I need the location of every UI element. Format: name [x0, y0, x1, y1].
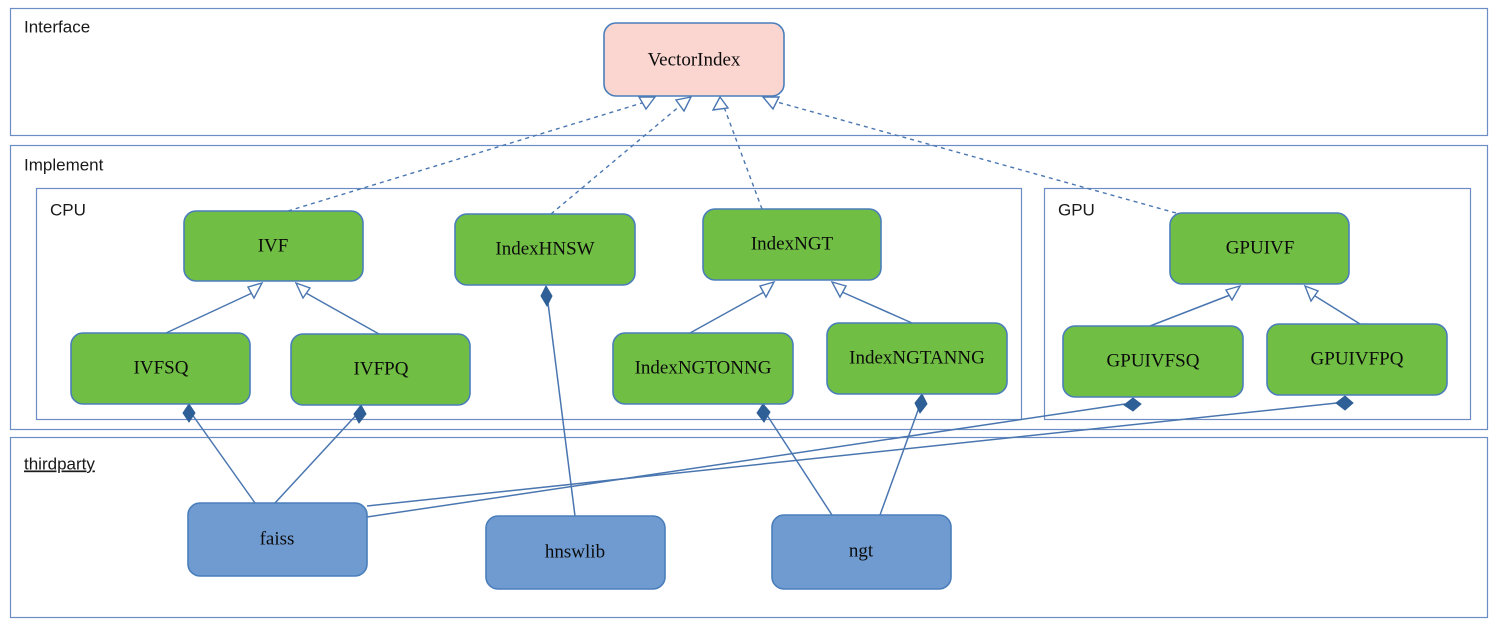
- node-indexngtanng-label: IndexNGTANNG: [849, 347, 985, 368]
- node-ivf-label: IVF: [258, 235, 289, 256]
- edge-faiss-to-gpuivfpq: [366, 402, 1338, 507]
- node-gpuivfsq-rect[interactable]: [1062, 325, 1244, 398]
- node-gpuivfpq[interactable]: GPUIVFPQ: [1266, 323, 1448, 396]
- node-ivfsq[interactable]: IVFSQ: [70, 332, 251, 405]
- node-ivfsq-rect[interactable]: [70, 332, 251, 405]
- node-indexngtanng[interactable]: IndexNGTANNG: [826, 322, 1008, 395]
- node-faiss-label: faiss: [260, 528, 295, 549]
- composition-diamond-gpuivfpq: [1335, 395, 1354, 411]
- composition-diamond-gpuivfsq: [1123, 397, 1142, 412]
- frame-interface-label: Interface: [24, 17, 90, 36]
- node-ngt-label: ngt: [849, 540, 874, 561]
- generalization-arrow-indexngt-left: [758, 280, 776, 299]
- edge-ivfpq-to-ivf: [305, 292, 380, 335]
- node-ivf-rect[interactable]: [183, 210, 364, 282]
- node-gpuivf-rect[interactable]: [1169, 212, 1350, 285]
- generalization-arrow-gpuivf-right: [1303, 284, 1320, 303]
- node-faiss[interactable]: faiss: [187, 502, 368, 577]
- composition-diamond-ivfsq: [182, 403, 196, 423]
- edge-gpuivfpq-to-gpuivf: [1314, 295, 1361, 325]
- node-gpuivfpq-label: GPUIVFPQ: [1311, 348, 1404, 369]
- node-ivfpq[interactable]: IVFPQ: [290, 333, 471, 406]
- node-indexngt[interactable]: IndexNGT: [702, 208, 882, 281]
- node-hnswlib-label: hnswlib: [545, 541, 605, 562]
- realization-arrow-vectorindex-2: [674, 96, 693, 113]
- node-gpuivfsq-label: GPUIVFSQ: [1107, 350, 1200, 371]
- realization-arrow-vectorindex-4: [761, 96, 781, 111]
- edge-ngt-to-indexngtonng: [764, 411, 833, 516]
- composition-diamond-indexngtonng: [756, 403, 771, 423]
- frame-gpu-label: GPU: [1058, 200, 1095, 219]
- node-ivfpq-rect[interactable]: [290, 333, 471, 406]
- generalization-arrow-ivf-left: [246, 281, 264, 300]
- edge-gpuivfsq-to-gpuivf: [1149, 294, 1231, 327]
- node-ivfsq-label: IVFSQ: [134, 357, 189, 378]
- node-ivf[interactable]: IVF: [183, 210, 364, 282]
- frame-thirdparty-label: thirdparty: [24, 454, 95, 473]
- generalization-arrow-ivf-right: [294, 281, 312, 300]
- node-ivfpq-label: IVFPQ: [354, 358, 409, 379]
- node-indexhnsw-label: IndexHNSW: [495, 238, 594, 259]
- edge-ngt-to-indexngtanng: [879, 401, 922, 516]
- edges-realization: [287, 95, 1177, 215]
- node-indexngt-rect[interactable]: [702, 208, 882, 281]
- node-ngt-rect[interactable]: [771, 514, 952, 590]
- edge-indexngt-to-vectorindex: [723, 106, 763, 210]
- node-indexngtonng-label: IndexNGTONNG: [635, 357, 772, 378]
- generalization-arrow-indexngt-right: [830, 280, 848, 299]
- node-indexngtonng[interactable]: IndexNGTONNG: [612, 332, 794, 405]
- edge-ivf-to-vectorindex: [287, 102, 643, 212]
- composition-diamond-ivfpq: [353, 404, 367, 424]
- node-gpuivfsq[interactable]: GPUIVFSQ: [1062, 325, 1244, 398]
- realization-arrow-vectorindex-3: [711, 95, 730, 111]
- edge-hnswlib-to-indexhnsw: [546, 294, 576, 517]
- node-hnswlib-rect[interactable]: [485, 515, 666, 590]
- node-indexngtanng-rect[interactable]: [826, 322, 1008, 395]
- composition-diamond-indexngtanng: [914, 393, 928, 414]
- frame-cpu-label: CPU: [50, 200, 86, 219]
- node-ngt[interactable]: ngt: [771, 514, 952, 590]
- edge-gpuivf-to-vectorindex: [776, 101, 1177, 214]
- node-vectorindex-rect[interactable]: [603, 22, 785, 97]
- node-indexhnsw-rect[interactable]: [454, 213, 636, 286]
- composition-diamond-indexhnsw: [540, 284, 553, 308]
- edges-generalization: [165, 280, 1361, 335]
- edge-ivfsq-to-ivf: [165, 292, 253, 334]
- edges-composition: [182, 284, 1354, 518]
- edge-indexngtanng-to-indexngt: [841, 291, 913, 324]
- node-faiss-rect[interactable]: [187, 502, 368, 577]
- node-indexhnsw[interactable]: IndexHNSW: [454, 213, 636, 286]
- edge-indexngtonng-to-indexngt: [689, 291, 765, 334]
- edge-faiss-to-gpuivfsq: [366, 403, 1126, 518]
- realization-arrow-vectorindex-1: [637, 96, 657, 111]
- node-gpuivf[interactable]: GPUIVF: [1169, 212, 1350, 285]
- frame-implement-label: Implement: [24, 155, 104, 174]
- generalization-arrow-gpuivf-left: [1224, 284, 1242, 302]
- node-vectorindex[interactable]: VectorIndex: [603, 22, 785, 97]
- node-indexngtonng-rect[interactable]: [612, 332, 794, 405]
- node-indexngt-label: IndexNGT: [751, 233, 834, 254]
- edge-faiss-to-ivfsq: [188, 409, 256, 504]
- node-hnswlib[interactable]: hnswlib: [485, 515, 666, 590]
- node-vectorindex-label: VectorIndex: [648, 49, 741, 70]
- edge-faiss-to-ivfpq: [274, 410, 361, 504]
- node-gpuivfpq-rect[interactable]: [1266, 323, 1448, 396]
- node-gpuivf-label: GPUIVF: [1226, 237, 1295, 258]
